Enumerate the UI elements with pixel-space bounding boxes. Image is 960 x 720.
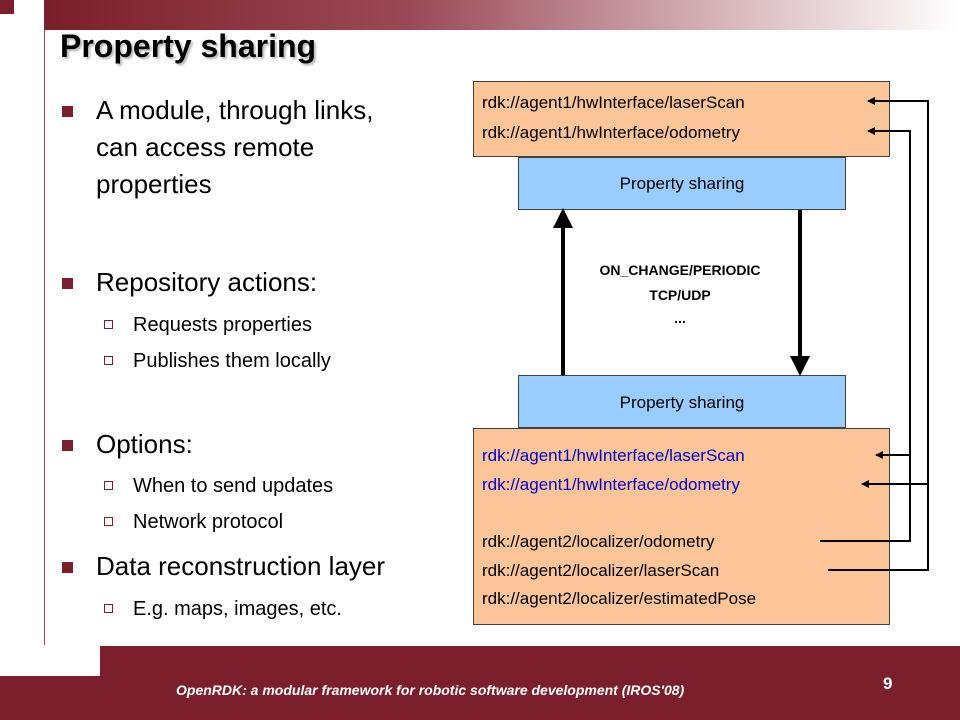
subbullet-text: E.g. maps, images, etc. [133,598,342,620]
subbullet-marker [104,320,113,329]
agent1-properties-box: rdk://agent1/hwInterface/laserScan rdk:/… [473,81,890,157]
bullet-text: Options: [96,429,193,459]
bullet-text: can access remote [96,132,315,162]
bullet-text: Repository actions: [96,267,318,297]
remote-property-path: rdk://agent1/hwInterface/laserScan [482,446,745,465]
odometry-link-arrow [820,127,911,542]
property-sharing-bottom: Property sharing [518,375,846,428]
subbullet-text: Publishes them locally [133,350,331,372]
top-corner [0,0,44,30]
property-sharing-label: Property sharing [619,174,745,193]
sync-mode-label: ON_CHANGE/PERIODIC [599,262,761,278]
laserscan-link-arrow [828,97,929,571]
ellipsis-label: ... [674,310,686,326]
bullet-marker [62,278,73,289]
agent2-properties-box: rdk://agent1/hwInterface/laserScan rdk:/… [473,428,890,625]
local-property-path: rdk://agent2/localizer/estimatedPose [482,589,757,608]
bullet-marker [62,440,73,451]
bullet-text: Data reconstruction layer [96,551,386,581]
corner-square [0,0,14,14]
slide-title: Property sharing [60,28,317,64]
bullet-text: A module, through links, [96,95,374,125]
page-number: 9 [883,674,893,693]
subbullet-text: Network protocol [133,511,284,533]
subbullet-marker [104,604,113,613]
protocol-label: TCP/UDP [649,287,711,303]
local-property-path: rdk://agent2/localizer/laserScan [482,561,720,580]
subbullet-marker [104,517,113,526]
subbullet-marker [104,356,113,365]
footer-text: OpenRDK: a modular framework for robotic… [176,682,685,698]
property-sharing-label: Property sharing [619,393,745,412]
bullet-marker [62,562,73,573]
left-divider [44,30,45,645]
bullet-text: properties [96,169,212,199]
property-path: rdk://agent1/hwInterface/odometry [482,123,740,142]
bullet-marker [62,106,73,117]
footer-band [0,646,960,720]
subbullet-marker [104,481,113,490]
subbullet-text: Requests properties [133,314,312,336]
subbullet-text: When to send updates [133,475,334,497]
footer-notch [0,646,100,676]
property-sharing-top: Property sharing [518,157,846,210]
remote-property-path: rdk://agent1/hwInterface/odometry [482,475,740,494]
local-property-path: rdk://agent2/localizer/odometry [482,532,715,551]
top-gradient-band [44,0,960,30]
property-path: rdk://agent1/hwInterface/laserScan [482,93,745,112]
